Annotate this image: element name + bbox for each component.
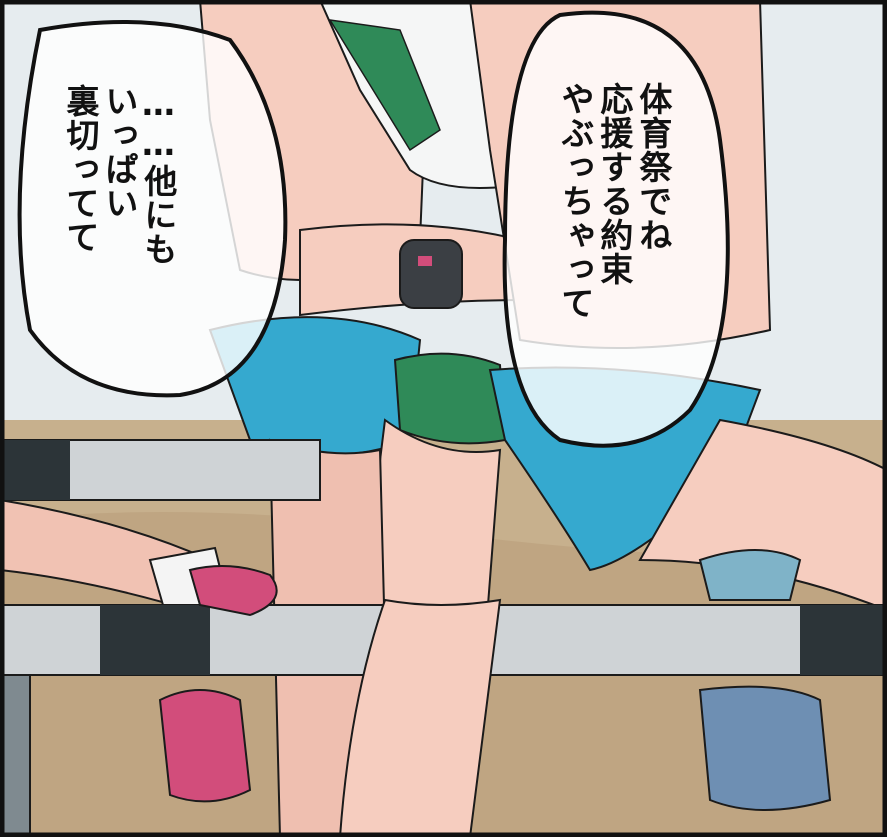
blue-shoe-lower [698,685,832,811]
hurdle-upper [0,439,321,501]
speech-bubble-right [502,10,730,448]
speech-line: 応援する約束 [594,82,634,286]
speech-line: いっぱい [99,84,139,220]
speech-text-left: ……他にも いっぱい 裏切ってて [60,84,178,266]
speech-line: ……他にも [138,84,178,266]
wristband [399,239,463,309]
blue-shoe-upper [698,549,802,601]
pink-shoe-upper [188,565,278,617]
front-leg-over-hurdle [338,598,502,837]
speech-text-right: 体育祭でね 応援する約束 やぶっちゃって [555,82,673,320]
shirt-stripe [328,19,441,152]
speech-line: 裏切ってて [60,84,100,254]
pink-shoe-lower [158,689,252,803]
shorts-green [393,352,507,445]
speech-line: 体育祭でね [633,82,673,252]
speech-line: やぶっちゃって [555,82,595,320]
speech-bubble-left [17,20,288,398]
wristband-badge [418,256,432,266]
